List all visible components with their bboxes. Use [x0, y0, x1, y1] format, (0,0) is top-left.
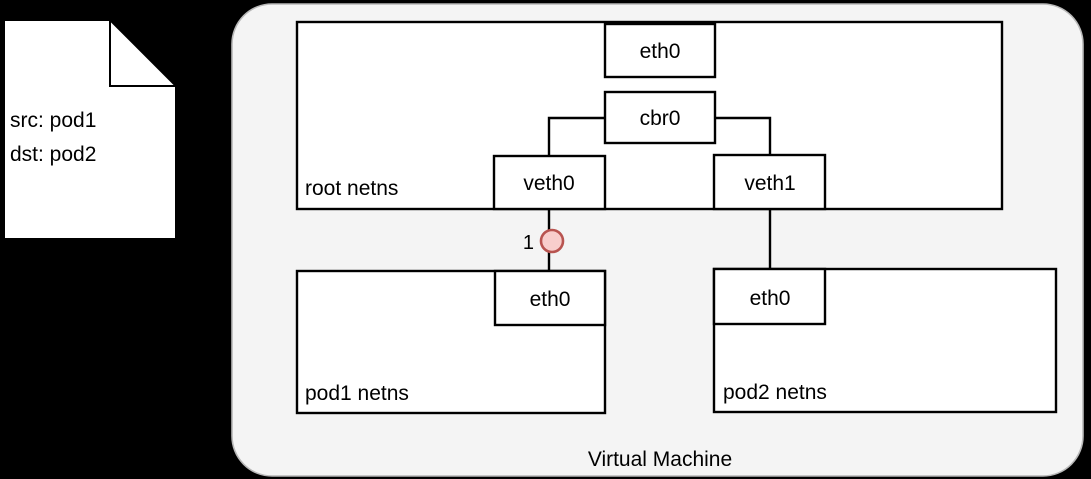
virtual-machine-label: Virtual Machine [588, 448, 732, 471]
packet-note-fold-icon [109, 17, 179, 87]
pod1-eth0-box [493, 269, 607, 327]
veth1-label: veth1 [744, 172, 795, 195]
root-netns-label: root netns [305, 177, 398, 200]
link-cbr0-to-veth0 [547, 116, 605, 156]
step-1-marker-icon [539, 228, 565, 254]
veth0-label: veth0 [523, 172, 574, 195]
pod2-eth0-box [712, 267, 827, 326]
pod2-eth0-label: eth0 [750, 287, 791, 310]
root-eth0-box [603, 22, 717, 79]
step-1-label: 1 [523, 232, 534, 254]
pod1-netns-label: pod1 netns [305, 382, 409, 405]
cbr0-box [603, 90, 717, 145]
veth1-box [712, 153, 827, 211]
packet-note-src-line: src: pod1 [10, 109, 96, 132]
link-cbr0-to-veth1 [715, 116, 772, 155]
root-eth0-label: eth0 [640, 40, 681, 63]
cbr0-label: cbr0 [640, 107, 681, 130]
packet-note-dst-line: dst: pod2 [10, 143, 96, 166]
veth0-box [492, 154, 607, 211]
pod1-eth0-label: eth0 [530, 288, 571, 311]
pod2-netns-label: pod2 netns [723, 381, 827, 404]
